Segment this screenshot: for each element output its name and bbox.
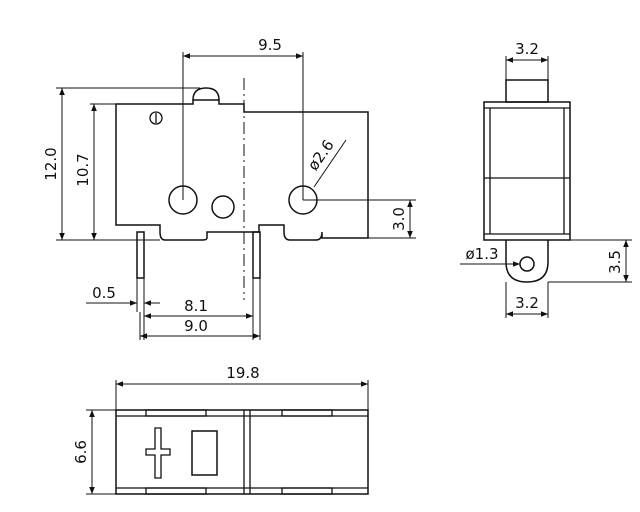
dim-9-0: 9.0 [184,317,208,335]
dim-19-8: 19.8 [226,364,259,382]
dim-0-5: 0.5 [92,284,116,302]
bottom-window [191,430,218,476]
dim-hole-2-6: ø2.6 [304,136,338,173]
terminal-hole [519,256,535,272]
dim-12-0: 12.0 [42,147,60,180]
dim-9-5: 9.5 [258,36,282,54]
bottom-view: 19.8 6.6 [72,364,369,495]
dim-10-7: 10.7 [74,153,92,186]
side-view: 3.2 ø1.3 3.5 3.2 [460,40,632,318]
dim-side-3-5: 3.5 [606,250,624,274]
small-hole [211,195,235,219]
polarity-mark [145,427,171,479]
side-body [483,101,571,241]
front-view: 9.5 12.0 10.7 ø2.6 3.0 0.5 8.1 9.0 [42,36,416,340]
dim-side-hole-1-3: ø1.3 [465,245,498,263]
rivet [149,111,163,125]
bottom-body [115,409,369,495]
switch-body-outline [115,99,369,241]
side-terminal [505,240,549,283]
side-actuator [505,79,549,103]
terminal-left [136,231,145,279]
dim-3-0: 3.0 [390,207,408,231]
dim-8-1: 8.1 [184,297,208,315]
dim-side-3-2-bottom: 3.2 [515,294,539,312]
actuator-nub [192,87,220,101]
terminal-right [252,231,261,279]
dim-6-6: 6.6 [72,440,90,464]
dim-side-3-2-top: 3.2 [515,40,539,58]
